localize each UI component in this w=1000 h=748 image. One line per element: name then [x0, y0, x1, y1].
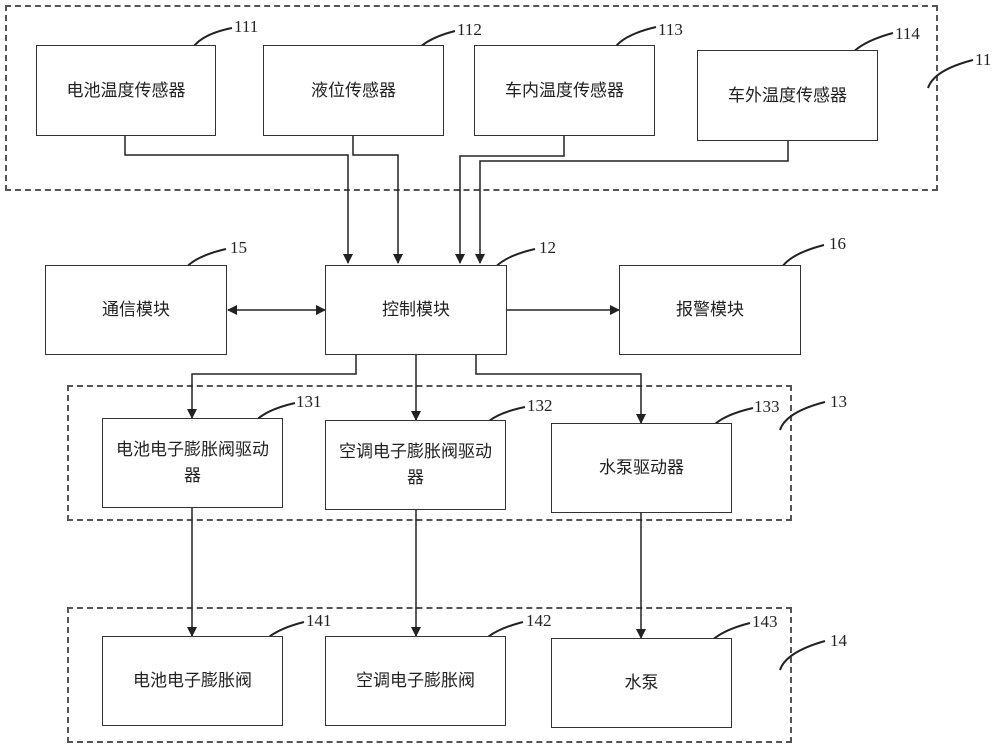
liquid-level-sensor-box: 液位传感器	[263, 45, 444, 136]
liquid-level-sensor-label: 液位传感器	[311, 80, 396, 101]
ref-142: 142	[526, 611, 552, 630]
sensor-group-frame	[5, 5, 938, 191]
connector-12-to-131	[187, 353, 357, 419]
battery-expansion-valve-driver-label: 电池电子膨胀阀驱动器	[116, 440, 269, 486]
outside-temperature-sensor-box: 车外温度传感器	[697, 50, 878, 141]
actuator-group-frame	[67, 607, 792, 743]
water-pump-label: 水泵	[624, 673, 659, 693]
ref-11: 11	[975, 50, 992, 69]
ref-15: 15	[230, 238, 247, 257]
cabin-temperature-sensor-label: 车内温度传感器	[505, 80, 624, 101]
alarm-module-box: 报警模块	[619, 265, 801, 355]
connector-114-to-12	[475, 140, 789, 264]
alarm-module-label: 报警模块	[676, 300, 744, 320]
ref-16: 16	[829, 234, 846, 253]
ref-12: 12	[539, 238, 556, 257]
communication-module-label: 通信模块	[102, 300, 170, 320]
ac-expansion-valve-box: 空调电子膨胀阀	[325, 636, 506, 726]
battery-temperature-sensor-label: 电池温度传感器	[66, 80, 186, 101]
connector-111-to-12	[124, 135, 353, 264]
ref-114: 114	[895, 24, 920, 43]
communication-module-box: 通信模块	[45, 265, 227, 355]
ref-112: 112	[457, 20, 482, 39]
ref-143: 143	[752, 612, 778, 631]
battery-temperature-sensor-box: 电池温度传感器	[36, 45, 216, 136]
ac-expansion-valve-driver-label: 空调电子膨胀阀驱动器	[339, 442, 492, 488]
outside-temperature-sensor-label: 车外温度传感器	[728, 85, 847, 106]
ref-132: 132	[527, 396, 553, 415]
battery-expansion-valve-box: 电池电子膨胀阀	[102, 636, 283, 726]
ref-111: 111	[234, 17, 259, 36]
ac-expansion-valve-label: 空调电子膨胀阀	[356, 671, 475, 691]
water-pump-driver-label: 水泵驱动器	[599, 458, 684, 478]
leader-13	[779, 401, 826, 431]
control-module-label: 控制模块	[382, 300, 450, 320]
battery-expansion-valve-label: 电池电子膨胀阀	[133, 671, 252, 691]
ref-133: 133	[754, 397, 780, 416]
connector-113-to-12	[455, 135, 565, 264]
connector-12-to-133	[475, 353, 646, 424]
ref-13: 13	[830, 392, 847, 411]
control-module-box: 控制模块	[325, 265, 507, 355]
driver-group-frame	[67, 385, 792, 521]
ref-14: 14	[830, 631, 847, 650]
water-pump-driver-box: 水泵驱动器	[551, 423, 732, 513]
ac-expansion-valve-driver-box: 空调电子膨胀阀驱动器	[325, 420, 506, 510]
ref-131: 131	[296, 392, 322, 411]
leader-11	[927, 59, 974, 89]
ref-113: 113	[658, 20, 683, 39]
cabin-temperature-sensor-box: 车内温度传感器	[474, 45, 655, 136]
connector-112-to-12	[352, 135, 403, 264]
battery-expansion-valve-driver-box: 电池电子膨胀阀驱动器	[102, 418, 283, 508]
water-pump-box: 水泵	[551, 638, 732, 728]
ref-141: 141	[306, 611, 332, 630]
leader-14	[779, 640, 826, 671]
